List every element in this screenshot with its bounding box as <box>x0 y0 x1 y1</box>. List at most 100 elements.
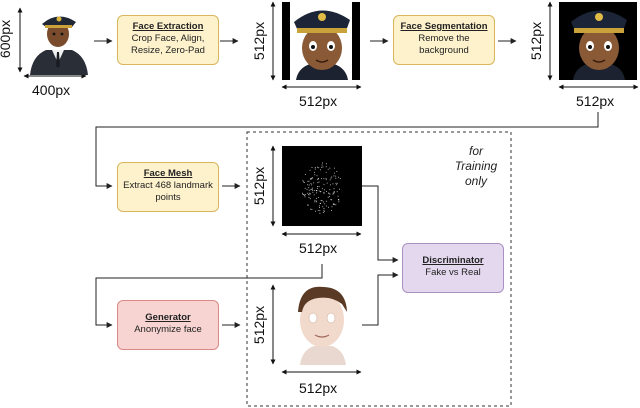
mesh-dot <box>333 191 335 193</box>
mesh-dot <box>302 192 303 194</box>
face-extraction-line1: Crop Face, Align, <box>131 33 205 44</box>
training-note-line1: for <box>468 144 483 158</box>
mesh-dot <box>325 166 327 168</box>
face-segmentation-box: Face Segmentation Remove the background <box>393 15 495 65</box>
mesh-dot <box>313 189 315 191</box>
face-extraction-line2: Resize, Zero-Pad <box>131 45 205 56</box>
mesh-dot <box>302 180 304 182</box>
face-segmentation-title: Face Segmentation <box>400 21 488 32</box>
mesh-dot <box>314 201 316 203</box>
mesh-dot <box>318 167 320 169</box>
mesh-dot <box>313 194 315 196</box>
mesh-dot <box>323 209 325 211</box>
mesh-dot <box>333 188 335 190</box>
mesh-dot <box>311 184 313 186</box>
mesh-dot <box>311 187 313 189</box>
mesh-dot <box>321 166 323 168</box>
discriminator-title: Discriminator <box>422 255 484 266</box>
face-mesh-image <box>282 146 362 226</box>
mesh-dot <box>304 196 306 198</box>
mesh-dot <box>308 189 310 191</box>
mesh-dot <box>315 210 316 212</box>
mesh-dot <box>303 182 305 183</box>
mesh-dot <box>328 206 329 208</box>
mesh-dot <box>334 172 336 174</box>
mesh-dot <box>338 176 340 178</box>
mesh-dot <box>318 205 320 207</box>
mesh-dot <box>332 203 334 205</box>
mesh-dot <box>332 192 334 194</box>
mesh-dot <box>312 191 314 193</box>
arrow-mesh-to-generator <box>95 264 323 328</box>
mesh-dot <box>310 189 312 191</box>
input-pilot-image <box>30 16 88 75</box>
mesh-dot <box>311 167 313 168</box>
mesh-dot <box>322 206 324 208</box>
mesh-dot <box>338 198 340 200</box>
mesh-dot <box>326 205 327 207</box>
mesh-height-label: 512px <box>251 166 268 206</box>
mesh-dot <box>318 190 320 192</box>
gen-width-label: 512px <box>299 380 338 396</box>
input-width-label: 400px <box>32 82 71 98</box>
generator-line1: Anonymize face <box>134 324 202 335</box>
segmented-face-image <box>559 2 637 80</box>
mesh-dot <box>312 177 313 179</box>
face-mesh-line1: Extract 468 landmark <box>123 180 213 191</box>
mesh-dot <box>319 191 321 193</box>
arrow-segmented-to-mesh <box>95 112 599 189</box>
mesh-dot <box>320 169 321 171</box>
mesh-dot <box>306 188 308 190</box>
mesh-dot <box>314 171 316 173</box>
mesh-dot <box>317 177 319 179</box>
mesh-dot <box>308 194 310 196</box>
mesh-dot <box>317 186 319 187</box>
gen-height-label: 512px <box>251 305 268 345</box>
mesh-dot <box>307 180 309 182</box>
mesh-dot <box>319 207 320 209</box>
mesh-dot <box>317 166 318 168</box>
mesh-dot <box>311 188 313 190</box>
mesh-dot <box>330 177 332 179</box>
mesh-dot <box>318 196 320 198</box>
mesh-dot <box>336 191 338 193</box>
mesh-dot <box>332 193 334 195</box>
mesh-dot <box>323 211 325 212</box>
mesh-dot <box>326 182 328 184</box>
mesh-dot <box>323 192 325 194</box>
mesh-dot <box>324 189 325 191</box>
mesh-dot <box>325 200 327 202</box>
mesh-dot <box>329 179 331 181</box>
mesh-dot <box>316 192 318 194</box>
mesh-dot <box>321 200 323 202</box>
mesh-dot <box>319 202 321 204</box>
mesh-dot <box>311 178 313 179</box>
crop-width-label: 512px <box>299 93 338 109</box>
cropped-face-image <box>282 2 360 80</box>
mesh-dot <box>327 192 329 194</box>
face-mesh-line2: points <box>155 192 181 203</box>
mesh-dot <box>308 180 310 182</box>
mesh-dot <box>334 203 336 205</box>
mesh-dot <box>325 163 327 165</box>
mesh-dot <box>307 192 309 194</box>
mesh-dot <box>333 167 335 169</box>
mesh-dot <box>336 184 338 186</box>
mesh-dot <box>310 208 312 210</box>
arrow-generated-to-discriminator <box>362 272 399 326</box>
mesh-dot <box>333 192 335 194</box>
mesh-dot <box>323 191 325 193</box>
mesh-dot <box>335 182 337 184</box>
mesh-dot <box>336 171 338 172</box>
mesh-dot <box>318 181 320 183</box>
mesh-dot <box>309 169 311 171</box>
mesh-dot <box>307 184 309 186</box>
mesh-dot <box>304 174 306 175</box>
training-only-note: for Training only <box>446 144 506 189</box>
mesh-dot <box>335 204 337 206</box>
mesh-dot <box>335 177 337 179</box>
mesh-dot <box>317 209 319 211</box>
face-extraction-box: Face Extraction Crop Face, Align, Resize… <box>117 15 219 65</box>
mesh-dot <box>316 175 318 177</box>
mesh-dot <box>321 178 323 180</box>
